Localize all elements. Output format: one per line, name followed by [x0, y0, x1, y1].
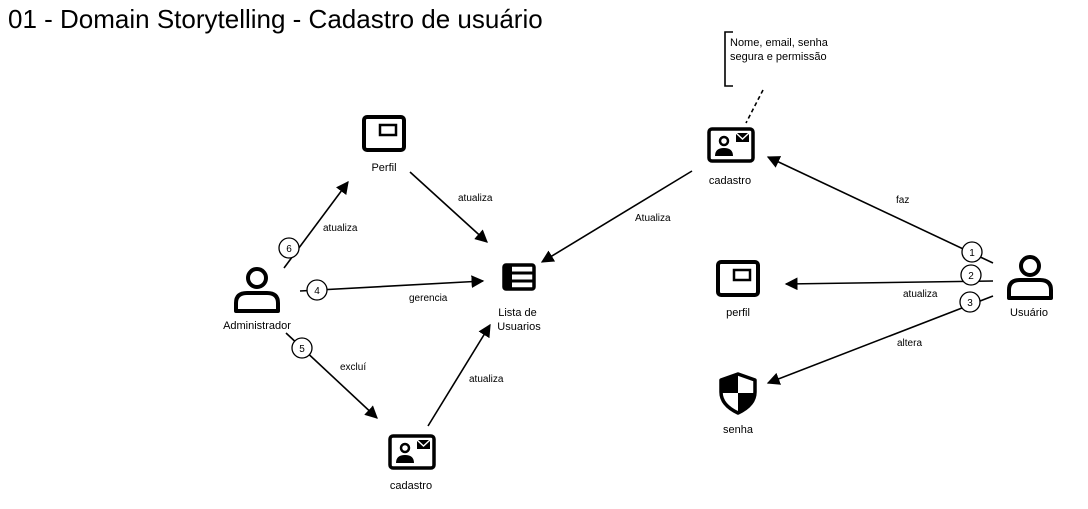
- edge-label-atualiza-6: atualiza: [323, 223, 358, 234]
- shield-icon: [719, 372, 757, 415]
- svg-text:1: 1: [969, 248, 975, 259]
- edge-label-cadastro-atualiza: atualiza: [469, 374, 504, 385]
- edge-perfil-lista[interactable]: [409, 171, 488, 243]
- svg-text:6: 6: [286, 244, 292, 255]
- step-badge-3: 3: [959, 291, 981, 313]
- edge-usuario-senha[interactable]: [766, 295, 994, 385]
- node-senha[interactable]: senha: [719, 372, 757, 436]
- contact-card-icon: [707, 127, 755, 163]
- annotation-connector: [745, 89, 764, 124]
- edge-label-faz: faz: [896, 195, 909, 206]
- node-cadastro-admin[interactable]: cadastro: [388, 434, 436, 492]
- edge-label-gerencia: gerencia: [409, 293, 448, 304]
- edge-label-perfil-atualiza: atualiza: [458, 193, 493, 204]
- annotation-line-1: Nome, email, senha: [730, 37, 829, 49]
- profile-card-icon: [362, 115, 406, 152]
- step-badge-5: 5: [291, 337, 313, 359]
- annotation-bracket: [724, 31, 733, 87]
- edge-label-altera: altera: [897, 338, 922, 349]
- node-label: Perfil: [371, 162, 396, 174]
- node-usuario[interactable]: Usuário: [1007, 255, 1053, 319]
- node-cadastro-user[interactable]: cadastro: [707, 127, 755, 187]
- svg-text:2: 2: [968, 271, 974, 282]
- step-badge-1: 1: [961, 241, 983, 263]
- node-lista-usuarios[interactable]: Lista de Usuarios: [497, 263, 541, 333]
- annotation-text: Nome, email, senha segura e permissão: [730, 37, 831, 63]
- node-label: senha: [723, 424, 754, 436]
- step-badge-2: 2: [960, 264, 982, 286]
- edge-cadastro-lista[interactable]: [427, 323, 491, 427]
- node-perfil-user[interactable]: perfil: [716, 260, 760, 319]
- edge-cadastro-user-lista[interactable]: [540, 170, 693, 263]
- step-badge-4: 4: [306, 279, 328, 301]
- profile-card-icon: [716, 260, 760, 297]
- node-administrador[interactable]: Administrador: [223, 267, 291, 332]
- annotation-line-2: segura e permissão: [730, 51, 827, 63]
- diagram-title: 01 - Domain Storytelling - Cadastro de u…: [8, 4, 543, 34]
- person-icon: [234, 267, 280, 313]
- node-label: Administrador: [223, 320, 291, 332]
- node-label: Lista de Usuarios: [497, 307, 541, 333]
- svg-text:4: 4: [314, 286, 320, 297]
- edge-admin-lista[interactable]: [299, 275, 485, 292]
- node-label: perfil: [726, 307, 750, 319]
- step-badge-6: 6: [278, 237, 300, 259]
- edge-usuario-cadastro[interactable]: [766, 156, 994, 264]
- edge-usuario-perfil[interactable]: [784, 277, 994, 291]
- table-list-icon: [502, 263, 536, 291]
- edge-label-exclui: excluí: [340, 362, 366, 373]
- edge-label-atualiza-2: atualiza: [903, 289, 938, 300]
- node-label: cadastro: [390, 480, 432, 492]
- node-perfil-admin[interactable]: Perfil: [362, 115, 406, 174]
- person-icon: [1007, 255, 1053, 300]
- edge-label-cadastro-user-atualiza: Atualiza: [635, 213, 671, 224]
- svg-text:5: 5: [299, 344, 305, 355]
- node-label: Usuário: [1010, 307, 1048, 319]
- contact-card-icon: [388, 434, 436, 470]
- svg-text:3: 3: [967, 298, 973, 309]
- node-label: cadastro: [709, 175, 751, 187]
